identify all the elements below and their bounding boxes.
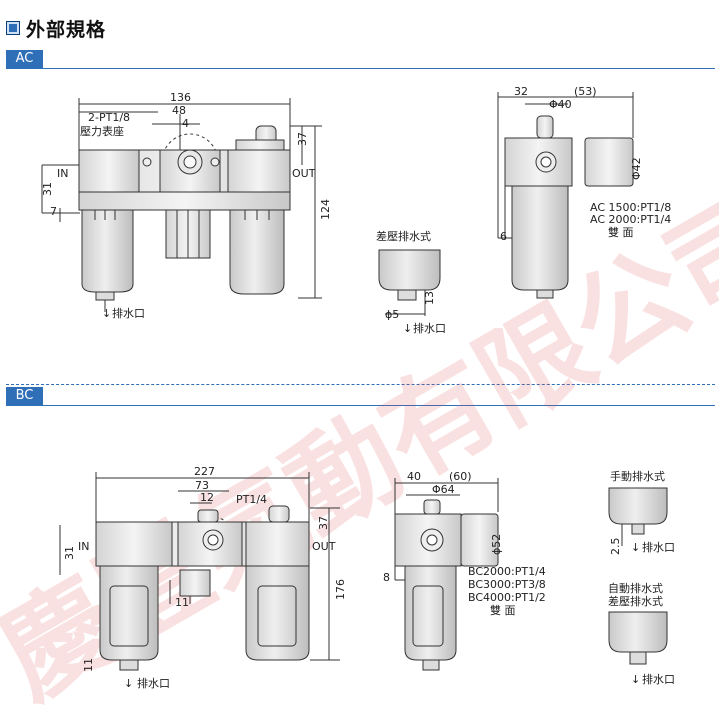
bc-drain-label: 排水口: [137, 676, 170, 690]
tab-ac: AC: [6, 50, 43, 68]
bc-dim-12: 12: [200, 491, 214, 504]
bc-auto-drain-arrow-icon: ↓: [631, 673, 640, 686]
section-divider: [6, 384, 715, 385]
bc-manual-drain-view: [608, 487, 668, 546]
bc-dim-73: 73: [195, 479, 209, 492]
bc-side-spec-2: BC3000:PT3/8: [468, 578, 546, 591]
ac-in-label: IN: [57, 167, 68, 180]
bullet-square-icon: [6, 21, 20, 35]
ac-drain-label: 排水口: [112, 306, 145, 320]
ac-side-dim-32: 32: [514, 85, 528, 98]
ac-diff-drain-dim-phi5: ϕ5: [385, 308, 399, 321]
ac-dim-width: 136: [170, 91, 191, 104]
bc-auto-drain-title-1: 自動排水式: [608, 581, 663, 595]
bc-manual-drain-labels: 手動排水式 2.5 ↓ 排水口: [609, 469, 675, 555]
ac-dim-height: 124: [319, 199, 332, 220]
ac-side-spec-1: AC 1500:PT1/8: [590, 201, 671, 214]
bc-dim-11b: 11: [82, 658, 95, 672]
bc-manual-drain-title: 手動排水式: [610, 469, 665, 483]
bc-manual-dim-25: 2.5: [609, 538, 622, 556]
bc-port-label: PT1/4: [236, 493, 267, 506]
ac-side-view: [497, 92, 634, 299]
ac-diff-drain-view: [378, 249, 441, 316]
bc-manual-drain-arrow-icon: ↓: [631, 541, 640, 554]
ac-front-view: [41, 98, 322, 312]
bc-side-view: [394, 478, 499, 671]
page-title: 外部規格: [26, 18, 107, 41]
ac-diff-drain-arrow-icon: ↓: [403, 322, 412, 335]
ac-diff-drain-title: 差壓排水式: [376, 229, 431, 243]
ac-dim-4: 4: [182, 117, 189, 130]
ac-port-label: 2-PT1/8: [88, 111, 130, 124]
ac-dim-7: 7: [50, 205, 57, 218]
bc-front-labels: 227 73 12 PT1/4 37 31 11 11 176 IN OUT ↓…: [63, 465, 347, 690]
ac-side-bracket: 雙 面: [608, 226, 634, 239]
ac-side-dim-53: (53): [574, 85, 597, 98]
bc-drain-arrow-icon: ↓: [124, 677, 133, 690]
bc-side-dim-phi52: ϕ52: [490, 534, 503, 555]
bc-out-label: OUT: [312, 540, 336, 553]
bc-dim-176: 176: [334, 579, 347, 600]
bc-side-dim-60: (60): [449, 470, 472, 483]
ac-side-spec-2: AC 2000:PT1/4: [590, 213, 671, 226]
page-header: 外部規格: [6, 16, 107, 41]
ac-gauge-label: 壓力表座: [80, 124, 124, 138]
bc-side-bracket: 雙 面: [490, 604, 516, 617]
bc-auto-drain-title-2: 差壓排水式: [608, 594, 663, 608]
ac-out-label: OUT: [292, 167, 316, 180]
bc-auto-drain-labels: 自動排水式 差壓排水式 ↓ 排水口: [608, 581, 675, 686]
bc-front-view: [59, 472, 340, 671]
bc-side-spec-3: BC4000:PT1/2: [468, 591, 546, 604]
ac-dim-37: 37: [296, 132, 309, 146]
bc-side-labels: 40 (60) Φ64 ϕ52 8 BC2000:PT1/4 BC3000:PT…: [383, 470, 546, 617]
ac-drain-arrow-icon: ↓: [102, 307, 111, 320]
ac-diff-drain-dim-13: 13: [423, 291, 436, 305]
ac-side-labels: 32 (53) Φ40 Φ42 6 AC 1500:PT1/8 AC 2000:…: [500, 85, 671, 243]
bc-in-label: IN: [78, 540, 89, 553]
ac-diff-drain-labels: 差壓排水式 13 ϕ5 ↓ 排水口: [376, 229, 446, 335]
bc-auto-drain-view: [608, 611, 668, 665]
ac-dim-48: 48: [172, 104, 186, 117]
ac-side-dim-phi42: Φ42: [630, 157, 643, 180]
tab-bc: BC: [6, 387, 43, 405]
ac-front-labels: 136 48 4 2-PT1/8 壓力表座 37 31 7 124 IN OUT…: [41, 91, 332, 320]
ac-side-dim-6: 6: [500, 230, 507, 243]
ac-diff-drain-label: 排水口: [413, 321, 446, 335]
bc-dim-11a: 11: [175, 596, 189, 609]
bc-side-dim-40: 40: [407, 470, 421, 483]
bc-auto-drain-label: 排水口: [642, 672, 675, 686]
bc-manual-drain-label: 排水口: [642, 540, 675, 554]
ac-panel-rule: [6, 68, 715, 69]
bc-dim-227: 227: [194, 465, 215, 478]
bc-panel-rule: [6, 405, 715, 406]
bc-side-dim-phi64: Φ64: [432, 483, 455, 496]
ac-dim-31: 31: [41, 182, 54, 196]
bc-dim-31: 31: [63, 546, 76, 560]
bc-side-dim-8: 8: [383, 571, 390, 584]
bc-dim-37: 37: [317, 516, 330, 530]
bc-side-spec-1: BC2000:PT1/4: [468, 565, 546, 578]
ac-side-dim-phi40: Φ40: [549, 98, 572, 111]
